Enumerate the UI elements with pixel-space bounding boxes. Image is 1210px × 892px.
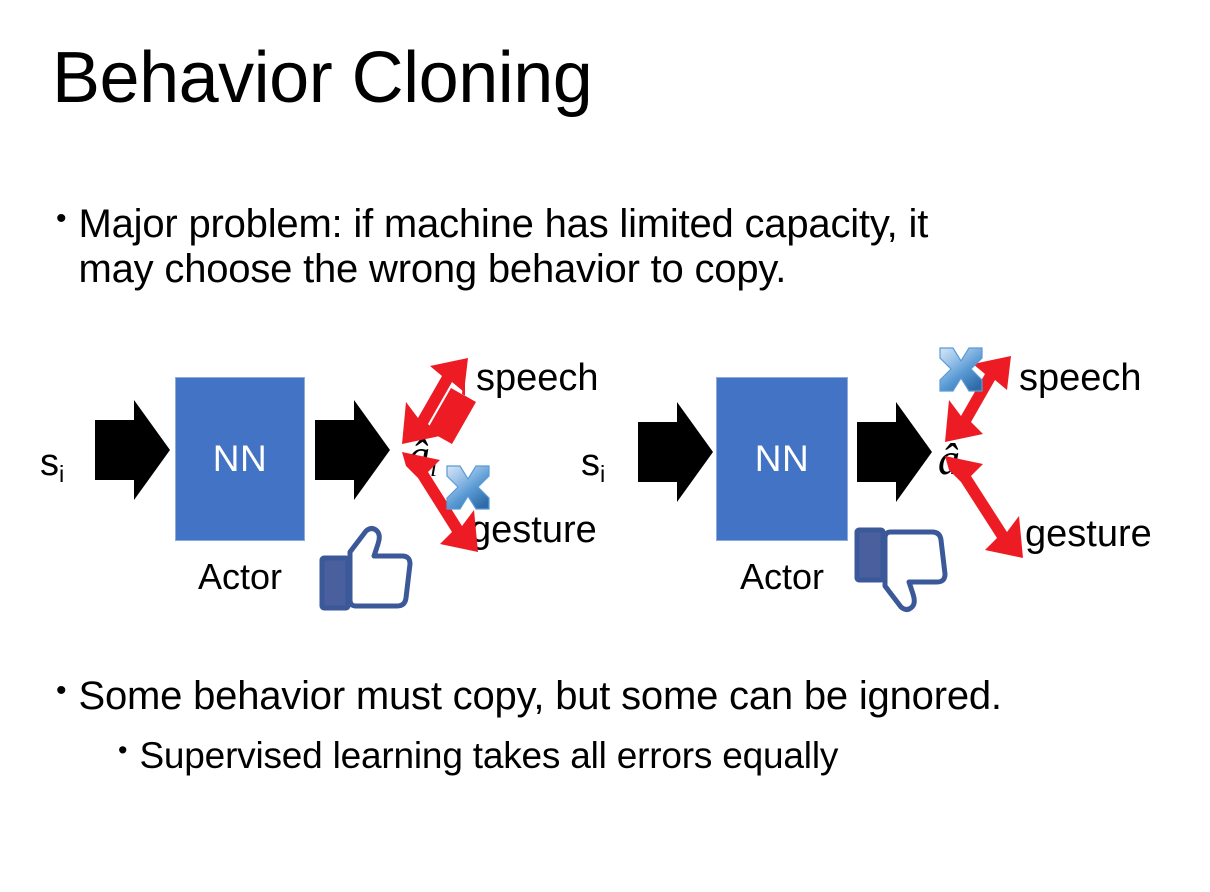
nn-box-left: NN (175, 377, 305, 541)
output-label-speech-right: speech (1019, 357, 1142, 399)
thumbs-down-icon-right (854, 527, 948, 612)
black-arrow-in-right (638, 402, 713, 502)
output-label-gesture-right: gesture (1025, 513, 1152, 555)
cross-icon-speech-right (939, 347, 983, 392)
output-label-gesture-left: gesture (470, 509, 597, 551)
nn-box-right: NN (716, 377, 848, 541)
bullet-dot-icon: • (56, 674, 67, 707)
nn-box-label-left: NN (212, 438, 268, 479)
black-arrow-out-right (857, 402, 932, 502)
page-title: Behavior Cloning (52, 38, 593, 118)
bullet-dot-icon: • (56, 202, 67, 235)
output-label-speech-left: speech (476, 357, 599, 399)
red-arrow-gesture-right (945, 456, 1023, 558)
diagram-right-graphics (638, 347, 1023, 612)
thumbs-up-icon-left (319, 526, 413, 611)
red-arrow-gesture-left (402, 452, 478, 552)
red-arrow-speech-left (402, 358, 476, 444)
diagram-right: si NN Actor âi speech gesture (555, 340, 1152, 640)
state-label-left: si (40, 442, 65, 487)
diagram-left: si NN Actor âi speech gesture (10, 340, 600, 640)
red-arrow-speech-right (945, 356, 1011, 442)
bullet-bottom-level1: • Some behavior must copy, but some can … (56, 674, 1156, 719)
actor-label-right: Actor (739, 556, 825, 597)
black-arrow-in-left (95, 400, 170, 500)
nn-box-label-right: NN (754, 438, 810, 479)
bullet-top-line1: Major problem: if machine has limited ca… (78, 202, 929, 246)
cross-icon-gesture-left (446, 465, 490, 510)
bullet-bottom-level2: • Supervised learning takes all errors e… (118, 735, 1158, 776)
bullet-top: • Major problem: if machine has limited … (56, 202, 1116, 292)
diagram-left-graphics (95, 358, 490, 611)
black-arrow-out-left (315, 400, 390, 500)
bullet-bottom-level2-text: Supervised learning takes all errors equ… (139, 735, 839, 776)
actor-label-left: Actor (197, 556, 283, 597)
bullet-dot-icon: • (118, 735, 128, 765)
bullet-bottom-level1-text: Some behavior must copy, but some can be… (78, 674, 1003, 718)
state-label-right: si (581, 442, 606, 487)
bullet-top-line2: may choose the wrong behavior to copy. (78, 246, 787, 291)
